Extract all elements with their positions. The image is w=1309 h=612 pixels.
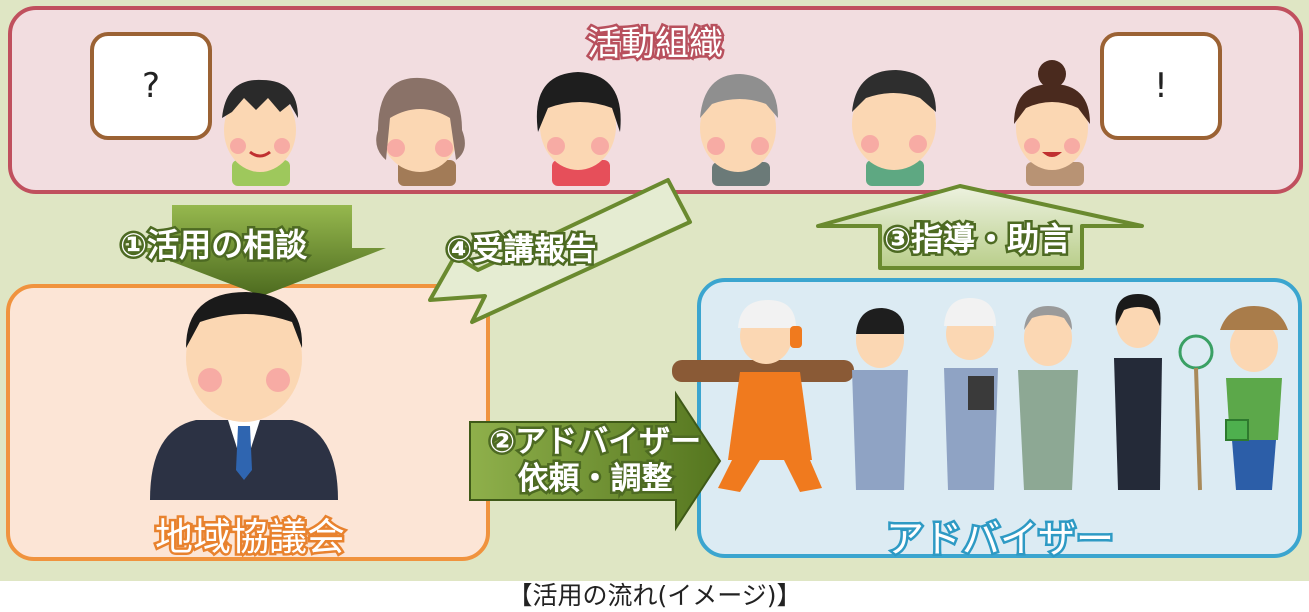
member-figures	[222, 60, 1090, 186]
question-mark: ?	[141, 66, 161, 106]
question-bubble: ?	[90, 32, 212, 140]
report-arrow	[428, 178, 692, 324]
activity-organization-box	[8, 6, 1303, 194]
diagram-graphics	[136, 60, 1288, 532]
advisor-title: アドバイザー	[883, 515, 1116, 564]
advisor-6	[1178, 306, 1288, 491]
report-arrow-label: ④受講報告	[443, 229, 598, 270]
request-arrow	[469, 390, 722, 532]
member-1	[222, 79, 298, 186]
exclamation-mark: !	[1154, 66, 1168, 106]
figure-caption: 【活用の流れ(イメージ)】	[507, 581, 802, 610]
advisor-3	[944, 298, 998, 490]
member-2	[376, 77, 465, 186]
consult-arrow-label: ①活用の相談	[117, 223, 309, 266]
request-label-line2: 依頼・調整	[515, 459, 675, 500]
forestry-worker	[672, 300, 854, 492]
activity-organization-title: 活動組織	[585, 22, 726, 67]
request-label-line1: ②アドバイザー	[486, 421, 703, 462]
advisor-2	[852, 308, 908, 490]
member-6	[1014, 60, 1090, 186]
council-member-figure	[150, 292, 338, 500]
advisor-4	[1018, 306, 1078, 490]
consult-arrow	[136, 205, 386, 296]
member-5	[852, 70, 936, 186]
guidance-arrow-label: ③指導・助言	[881, 217, 1073, 260]
member-4	[700, 74, 778, 186]
regional-council-title: 地域協議会	[152, 513, 347, 562]
guidance-arrow	[816, 184, 1144, 270]
advisor-5	[1114, 294, 1162, 490]
exclamation-bubble: !	[1100, 32, 1222, 140]
member-3	[536, 72, 621, 186]
advisor-figures	[672, 294, 1288, 492]
request-arrow-label: ②アドバイザー 依頼・調整	[480, 421, 710, 500]
